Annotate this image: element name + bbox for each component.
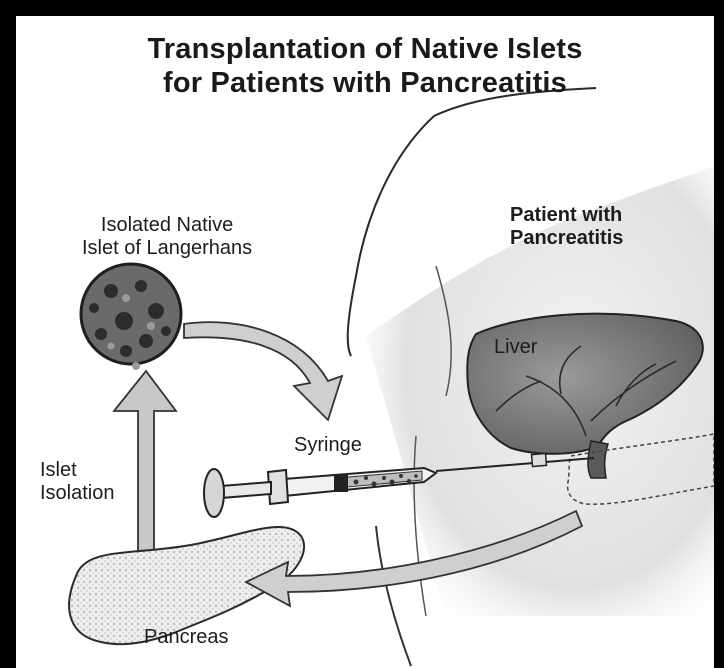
title-line-2: for Patients with Pancreatitis — [16, 66, 714, 100]
diagram-panel: Transplantation of Native Islets for Pat… — [16, 16, 714, 668]
diagram-title: Transplantation of Native Islets for Pat… — [16, 32, 714, 100]
label-islet-isolation: Islet Isolation — [40, 459, 115, 505]
arrow-islet-isolation — [114, 371, 176, 570]
label-islet-isolation-line-2: Isolation — [40, 482, 115, 505]
label-islet-isolation-line-1: Islet — [40, 459, 115, 482]
label-patient-line-1: Patient with — [510, 204, 623, 227]
islet-cluster-icon — [81, 264, 181, 370]
label-liver: Liver — [494, 336, 537, 359]
label-isolated-islet-line-2: Islet of Langerhans — [82, 237, 252, 260]
title-line-1: Transplantation of Native Islets — [16, 32, 714, 66]
label-patient: Patient with Pancreatitis — [510, 204, 623, 250]
arrow-islet-to-syringe — [184, 322, 342, 420]
label-isolated-islet-line-1: Isolated Native — [82, 214, 252, 237]
label-syringe: Syringe — [294, 434, 362, 457]
label-isolated-islet: Isolated Native Islet of Langerhans — [82, 214, 252, 260]
label-patient-line-2: Pancreatitis — [510, 227, 623, 250]
label-pancreas: Pancreas — [144, 626, 229, 649]
diagram-illustration — [16, 16, 714, 668]
